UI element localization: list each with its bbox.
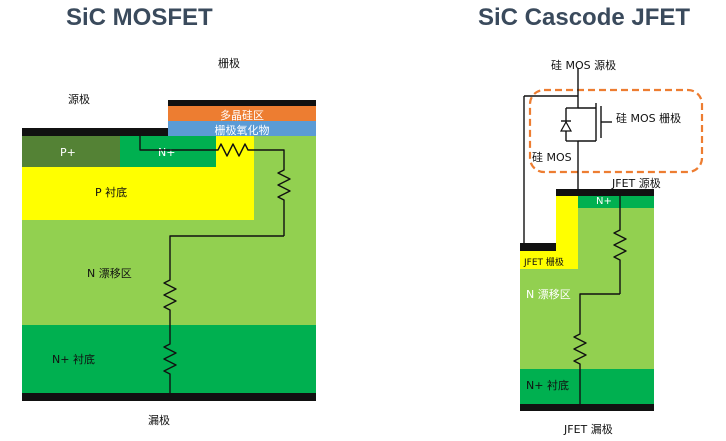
poly-region: 多晶硅区	[168, 106, 316, 122]
p-plus-region	[22, 136, 120, 167]
si-mos-dashed-box	[528, 88, 704, 174]
poly-label: 多晶硅区	[220, 109, 264, 122]
oxide-label: 栅极氧化物	[214, 124, 270, 137]
jfet-n-plus-substrate-label: N+ 衬底	[526, 379, 569, 392]
source-label: 源极	[68, 93, 90, 106]
jfet-gate-region	[520, 251, 578, 269]
drift-resistor	[163, 276, 177, 340]
si-mos-gate-label: 硅 MOS 栅极	[616, 112, 682, 125]
si-mos-label: 硅 MOS	[532, 151, 572, 164]
drain-metal	[22, 393, 316, 401]
n-plus-substrate	[22, 325, 316, 393]
substrate-resistor	[163, 340, 177, 393]
jfet-n-plus-source	[578, 196, 654, 208]
jfet-n-plus-label: N+	[596, 196, 612, 207]
source-metal	[22, 128, 168, 136]
cascode-jfet-title: SiC Cascode JFET	[478, 4, 691, 31]
jfet-gate-vertical	[556, 196, 578, 251]
drain-label: 漏极	[148, 414, 170, 427]
gate-label: 栅极	[218, 57, 240, 70]
n-plus-substrate-label: N+ 衬底	[52, 353, 95, 366]
si-mos-source-label: 硅 MOS 源极	[551, 59, 617, 72]
p-substrate-label: P 衬底	[95, 186, 128, 199]
jfet-n-plus-substrate	[520, 369, 654, 404]
jfet-drain-metal	[520, 404, 654, 411]
p-plus-label: P+	[60, 146, 76, 159]
n-drift-label: N 漂移区	[87, 267, 132, 280]
n-plus-region	[120, 136, 216, 167]
jfet-channel-resistor	[613, 196, 627, 294]
n-plus-label: N+	[158, 146, 176, 159]
jfet-gate-metal	[520, 243, 556, 251]
channel-resistor	[139, 136, 285, 162]
jfet-drift-label: N 漂移区	[526, 288, 571, 301]
gate-oxide: 栅极氧化物	[168, 121, 316, 137]
jfet-source-label: JFET 源极	[612, 177, 661, 190]
jfet-resistor	[277, 162, 291, 236]
jfet-drift-resistor	[573, 330, 587, 404]
sic-mosfet-title: SiC MOSFET	[66, 4, 213, 31]
jfet-source-metal	[556, 189, 654, 196]
gate-metal	[168, 100, 316, 106]
jfet-drain-label: JFET 漏极	[564, 423, 613, 436]
jfet-gate-label: JFET 栅极	[524, 258, 564, 268]
